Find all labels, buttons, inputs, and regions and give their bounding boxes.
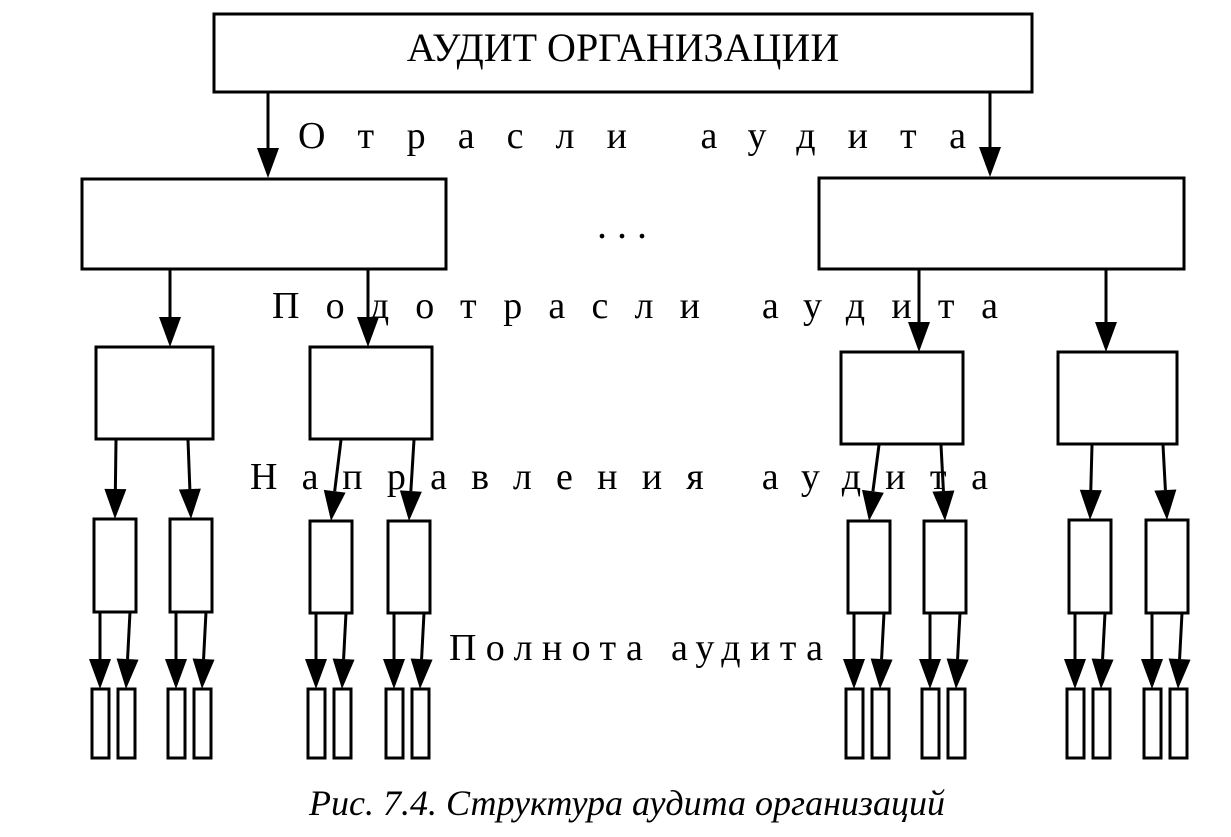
arrow-root-left-head xyxy=(257,148,279,178)
arrow-completeness-shaft xyxy=(956,612,962,660)
level-label-branches: Отрасли аудита xyxy=(298,115,966,157)
arrow-direction-shaft xyxy=(333,439,343,492)
arrow-completeness-head xyxy=(1091,658,1114,689)
completeness-box xyxy=(870,687,891,760)
arrow-completeness-head xyxy=(192,658,215,689)
arrow-direction-head xyxy=(104,488,127,519)
arrow-completeness-shaft xyxy=(342,612,348,660)
arrow-direction-shaft xyxy=(186,439,192,490)
root-box xyxy=(212,12,1034,94)
arrow-direction-head xyxy=(862,489,884,521)
arrow-direction-head xyxy=(1079,489,1102,520)
arrow-direction-head xyxy=(932,490,955,521)
direction-box xyxy=(386,519,432,615)
direction-box xyxy=(168,517,214,614)
arrow-root-right-head xyxy=(979,147,1001,177)
figure-caption: Рис. 7.4. Структура аудита организаций xyxy=(308,783,945,823)
branch-box-left xyxy=(80,177,448,271)
completeness-box xyxy=(920,687,941,760)
arrow-direction-shaft xyxy=(113,439,118,490)
arrow-completeness-shaft xyxy=(126,611,132,660)
arrow-completeness-head xyxy=(946,658,969,689)
subbranch-box xyxy=(839,350,965,446)
arrow-completeness-shaft xyxy=(880,612,886,660)
level-label-completeness: Полнота аудита xyxy=(449,627,823,669)
direction-box xyxy=(846,519,892,615)
arrow-completeness-head xyxy=(332,658,355,689)
subbranch-box xyxy=(1056,350,1179,446)
subbranch-box xyxy=(308,345,434,441)
completeness-box xyxy=(1168,687,1189,760)
arrow-completeness-head xyxy=(116,658,139,689)
arrow-completeness-shaft xyxy=(1101,612,1107,660)
arrow-direction-head xyxy=(323,489,346,521)
level-label-subbranches: Подотрасли аудита xyxy=(272,285,998,327)
direction-box xyxy=(92,517,138,614)
ellipsis: . . . xyxy=(597,202,647,247)
arrow-completeness-head xyxy=(305,659,327,689)
completeness-box xyxy=(844,687,865,760)
arrow-completeness-head xyxy=(870,658,893,689)
diagram-structure xyxy=(89,93,1191,760)
completeness-box xyxy=(116,687,137,760)
arrow-branch-left-a-head xyxy=(159,317,181,347)
completeness-box xyxy=(1142,687,1163,760)
arrow-direction-shaft xyxy=(1089,444,1094,491)
completeness-box xyxy=(1091,687,1112,760)
arrow-completeness-head xyxy=(165,659,187,689)
completeness-box xyxy=(1065,687,1086,760)
arrow-direction-head xyxy=(1154,489,1177,520)
arrow-branch-right-a-head xyxy=(908,322,930,352)
completeness-box xyxy=(410,687,431,760)
arrow-completeness-head xyxy=(843,659,865,689)
completeness-box xyxy=(384,687,405,760)
arrow-completeness-shaft xyxy=(420,612,426,660)
completeness-box xyxy=(90,687,111,760)
arrow-branch-left-b-head xyxy=(357,317,379,347)
arrow-completeness-head xyxy=(1141,659,1163,689)
completeness-box xyxy=(192,687,213,760)
completeness-box xyxy=(166,687,187,760)
arrow-completeness-head xyxy=(919,659,941,689)
arrow-completeness-head xyxy=(410,658,433,689)
direction-box xyxy=(1067,518,1113,615)
arrow-direction-shaft xyxy=(409,439,416,492)
direction-box xyxy=(1144,518,1190,615)
root-label: АУДИТ ОРГАНИЗАЦИИ xyxy=(407,25,839,70)
completeness-box xyxy=(306,687,327,760)
arrow-direction-shaft xyxy=(871,444,881,492)
subbranch-box xyxy=(94,345,215,441)
completeness-box xyxy=(946,687,967,760)
completeness-box xyxy=(332,687,353,760)
arrow-completeness-shaft xyxy=(202,611,208,660)
arrow-branch-right-b-head xyxy=(1095,322,1117,352)
direction-box xyxy=(308,519,354,615)
direction-box xyxy=(922,519,968,615)
arrow-completeness-head xyxy=(89,659,111,689)
arrow-direction-shaft xyxy=(939,444,945,492)
arrow-completeness-shaft xyxy=(1178,612,1184,660)
arrow-direction-head xyxy=(399,490,422,521)
arrow-completeness-head xyxy=(1168,658,1191,689)
arrow-completeness-head xyxy=(383,659,405,689)
arrow-direction-shaft xyxy=(1161,444,1167,491)
branch-box-right xyxy=(817,176,1186,271)
arrow-direction-head xyxy=(178,488,201,519)
arrow-completeness-head xyxy=(1064,659,1086,689)
